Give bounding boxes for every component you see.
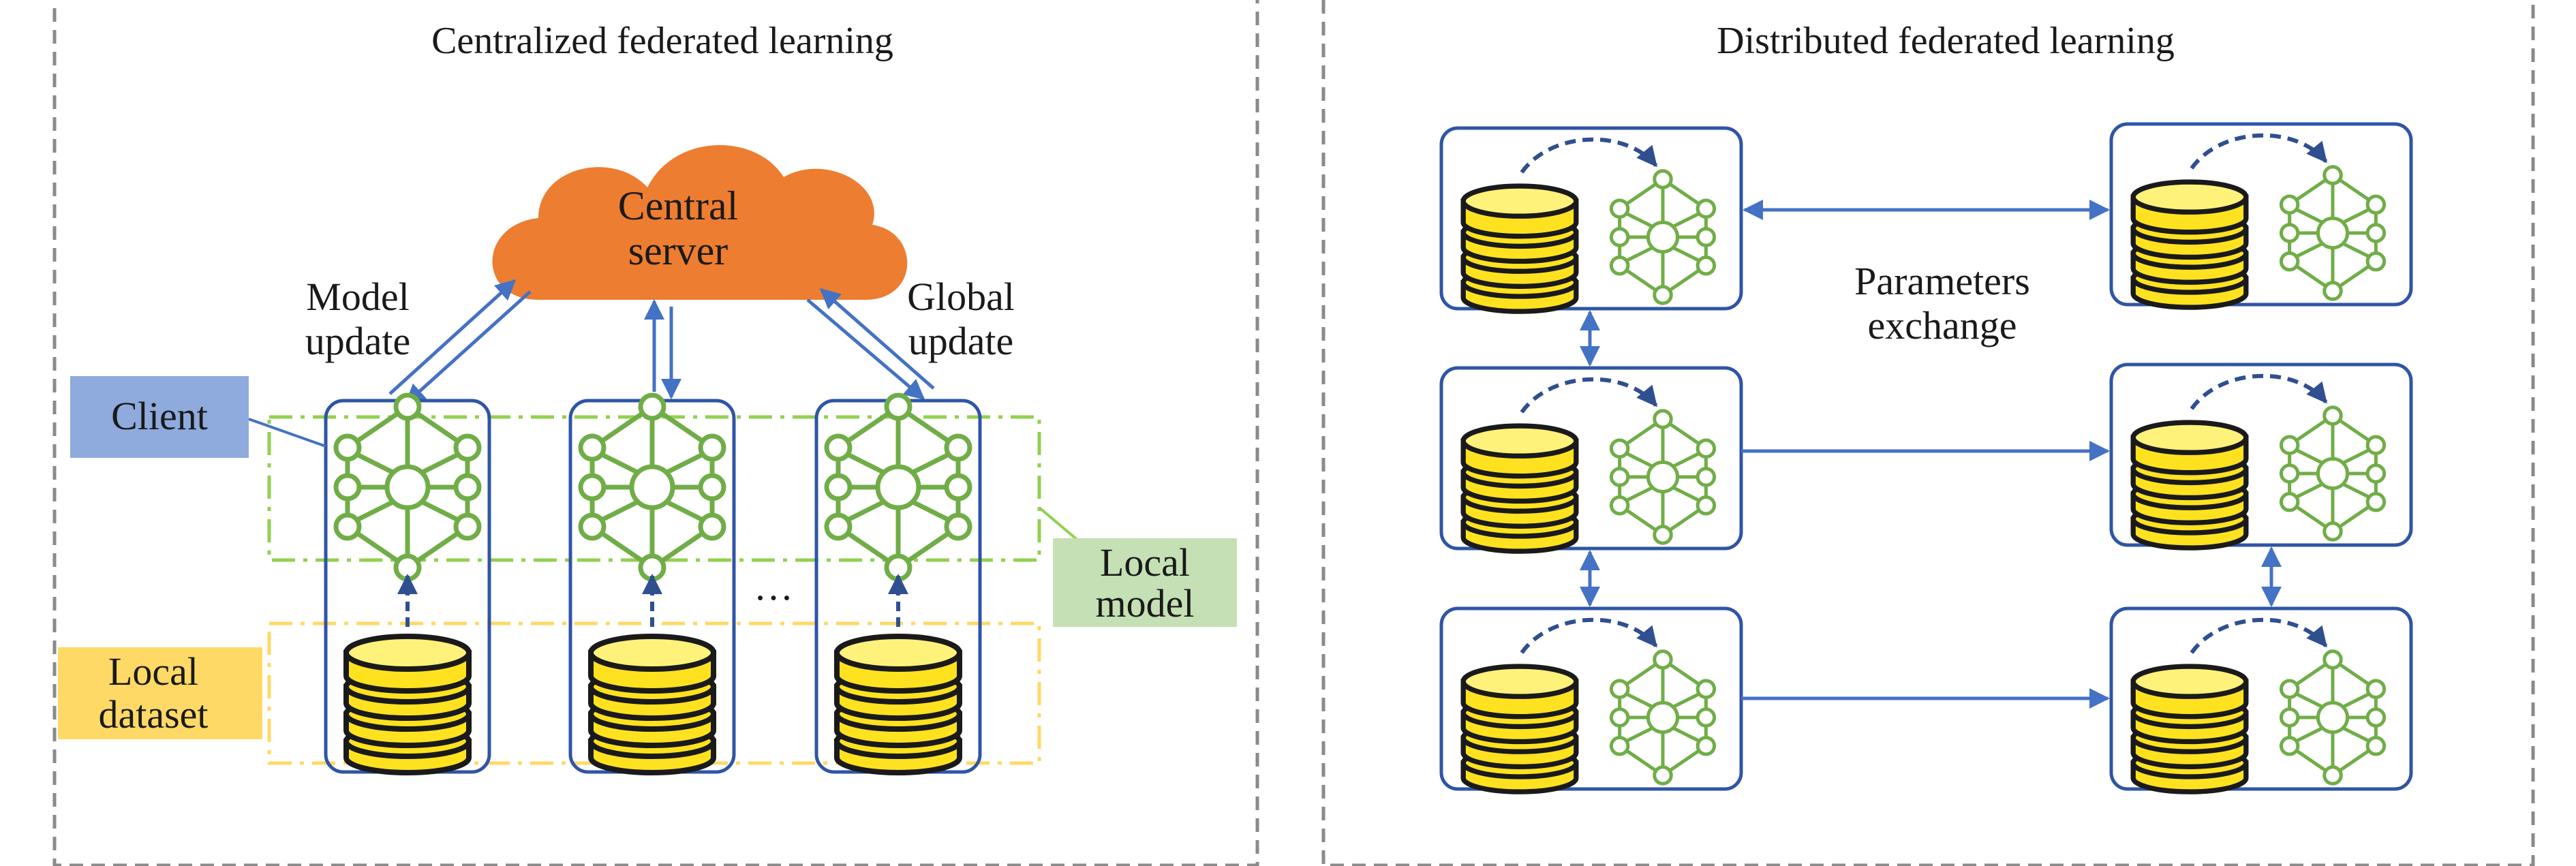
node-bot-right [2111, 608, 2411, 792]
node-mid-right [2111, 365, 2411, 548]
node-top-left [1441, 128, 1741, 311]
local-dataset-line2: dataset [98, 692, 208, 737]
exchange-line2: exchange [1868, 303, 2017, 347]
node-mid-left [1441, 368, 1741, 551]
client-label-box [70, 376, 249, 458]
client-node [324, 395, 491, 773]
update-arrows [388, 279, 935, 405]
node-top-right [2111, 124, 2411, 307]
node-bot-left [1441, 608, 1741, 792]
ellipsis: … [754, 564, 793, 608]
distributed-panel: Distributed federated learning Parameter… [1321, 0, 2535, 866]
local-model-line2: model [1096, 581, 1195, 625]
client-label: Client [111, 394, 208, 438]
distributed-title: Distributed federated learning [1717, 20, 2175, 62]
model-update-line1: Model [306, 275, 409, 319]
client-node [814, 395, 982, 773]
global-update-line1: Global [907, 275, 1015, 319]
cloud-label-line1: Central [618, 183, 739, 228]
centralized-title: Centralized federated learning [431, 20, 893, 62]
global-update-line2: update [908, 319, 1014, 363]
local-model-line1: Local [1100, 540, 1190, 585]
centralized-panel: Centralized federated learning Central s… [52, 0, 1259, 866]
local-dataset-line1: Local [108, 649, 198, 694]
local-dataset-label-box [58, 647, 262, 739]
cloud-icon: Central server [492, 144, 908, 300]
model-update-line2: update [305, 319, 411, 363]
local-dataset-group [267, 621, 1041, 765]
cloud-label-line2: server [628, 228, 729, 273]
client-node [568, 395, 736, 773]
local-model-label-box [1053, 538, 1237, 627]
exchange-arrows [1580, 200, 2282, 709]
exchange-line1: Parameters [1854, 259, 2030, 303]
